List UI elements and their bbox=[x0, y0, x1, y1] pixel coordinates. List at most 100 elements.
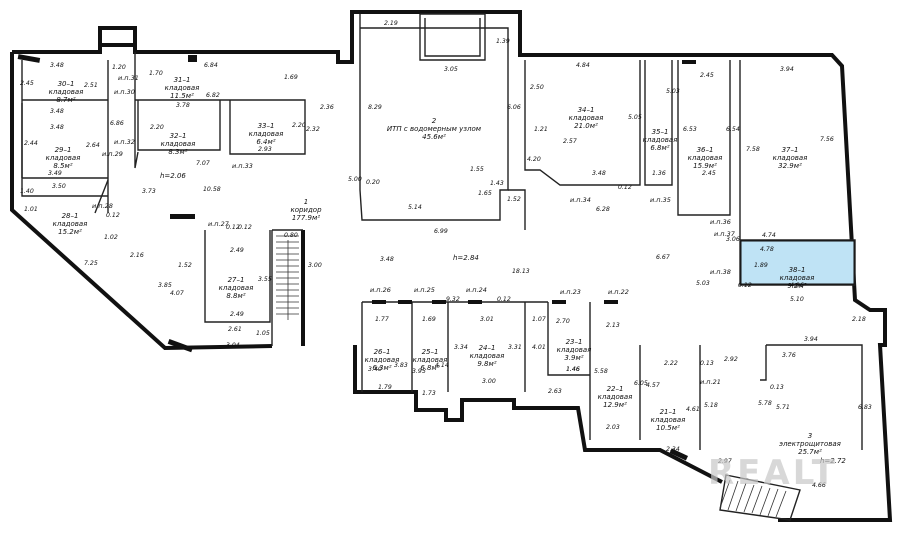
dimension-label: 0.12 bbox=[238, 224, 252, 231]
dimension-label: 5.18 bbox=[704, 402, 718, 409]
room-area: 11.5м² bbox=[170, 92, 194, 100]
dimension-label: 1.69 bbox=[284, 74, 298, 81]
dimension-label: 3.85 bbox=[158, 282, 172, 289]
ip-label: и.п.27 bbox=[208, 220, 229, 228]
room-name: кладовая bbox=[772, 154, 808, 162]
dimension-label: 3.94 bbox=[780, 66, 794, 73]
room-area: 8.3м² bbox=[168, 148, 188, 156]
room-area: 9.8м² bbox=[477, 360, 497, 368]
room-area: 15.2м² bbox=[58, 228, 82, 236]
dimension-label: 1.77 bbox=[375, 316, 389, 323]
dimension-label: 1.52 bbox=[178, 262, 192, 269]
dimension-label: 0.20 bbox=[366, 179, 380, 186]
ip-label: и.п.23 bbox=[560, 288, 581, 296]
ip-label: и.п.33 bbox=[232, 162, 253, 170]
ip-label: и.п.31 bbox=[118, 74, 139, 82]
dimension-label: 1.55 bbox=[470, 166, 484, 173]
dimension-label: 1.07 bbox=[532, 316, 546, 323]
dimension-label: 3.04 bbox=[226, 342, 240, 349]
dimension-label: 3.40 bbox=[368, 366, 382, 373]
dimension-label: 18.13 bbox=[512, 268, 530, 275]
room-area: 6.4м² bbox=[256, 138, 276, 146]
dimension-label: 2.16 bbox=[130, 252, 144, 259]
dimension-label: 3.48 bbox=[380, 256, 394, 263]
dimension-label: 2.32 bbox=[306, 126, 320, 133]
room-num: 31–1 bbox=[173, 76, 191, 84]
dimension-label: 0.12 bbox=[106, 212, 120, 219]
dimension-label: 6.83 bbox=[858, 404, 872, 411]
dimension-label: 0.13 bbox=[770, 384, 784, 391]
dimension-label: 3.50 bbox=[52, 183, 66, 190]
ip-label: и.п.24 bbox=[466, 286, 487, 294]
ceiling-height: h=2.72 bbox=[820, 457, 846, 465]
dimension-label: 9.32 bbox=[446, 296, 460, 303]
dimension-label: 1.89 bbox=[754, 262, 768, 269]
dimension-label: 0.12 bbox=[497, 296, 511, 303]
dimension-label: 10.58 bbox=[203, 186, 221, 193]
ip-label: и.п.30 bbox=[114, 88, 135, 96]
room-num: 30–1 bbox=[57, 80, 75, 88]
dimension-label: 4.78 bbox=[760, 246, 774, 253]
room-38-highlight bbox=[740, 240, 855, 285]
room-name: кладовая bbox=[364, 356, 400, 364]
dimension-label: 3.94 bbox=[804, 336, 818, 343]
room-area: 45.6м² bbox=[422, 133, 446, 141]
room-num: 22–1 bbox=[606, 385, 624, 393]
dimension-label: 5.05 bbox=[628, 114, 642, 121]
outer-walls bbox=[10, 10, 893, 522]
dimension-label: 2.45 bbox=[702, 170, 716, 177]
room-area: 9.2м² bbox=[787, 282, 807, 290]
dimension-label: 7.25 bbox=[84, 260, 98, 267]
dimension-label: 1.05 bbox=[256, 330, 270, 337]
room-area: 21.0м² bbox=[574, 122, 598, 130]
dimension-label: 5.00 bbox=[348, 176, 362, 183]
dimension-label: 5.78 bbox=[758, 400, 772, 407]
room-name: кладовая bbox=[164, 84, 200, 92]
dimension-label: 6.84 bbox=[204, 62, 218, 69]
dimension-label: 4.20 bbox=[527, 156, 541, 163]
dimension-label: 4.01 bbox=[532, 344, 546, 351]
room-name: кладовая bbox=[45, 154, 81, 162]
dimension-label: 1.46 bbox=[566, 366, 580, 373]
room-area: 8.7м² bbox=[56, 96, 76, 104]
dimension-label: 6.86 bbox=[110, 120, 124, 127]
ip-label: и.п.37 bbox=[714, 230, 735, 238]
dimension-label: 2.50 bbox=[530, 84, 544, 91]
dimension-label: 2.97 bbox=[718, 458, 732, 465]
room-area: 10.5м² bbox=[656, 424, 680, 432]
dimension-label: 2.03 bbox=[606, 424, 620, 431]
room-num: 34–1 bbox=[577, 106, 595, 114]
ip-label: и.п.38 bbox=[710, 268, 731, 276]
room-num: 33–1 bbox=[257, 122, 275, 130]
dimension-label: 3.76 bbox=[782, 352, 796, 359]
dimension-label: 4.96 bbox=[790, 282, 804, 289]
room-num: 29–1 bbox=[54, 146, 72, 154]
partitions bbox=[21, 13, 863, 450]
ceiling-height: h=2.06 bbox=[160, 172, 186, 180]
dimension-label: 6.06 bbox=[507, 104, 521, 111]
dimension-label: 2.70 bbox=[556, 318, 570, 325]
ip-label: и.п.36 bbox=[710, 218, 731, 226]
dimension-label: 6.05 bbox=[634, 380, 648, 387]
room-num: 37–1 bbox=[781, 146, 799, 154]
dimension-label: 1.69 bbox=[422, 316, 436, 323]
dimension-label: 2.18 bbox=[852, 316, 866, 323]
dimension-label: 3.83 bbox=[394, 362, 408, 369]
dimension-label: 1.65 bbox=[478, 190, 492, 197]
dimension-label: 5.03 bbox=[696, 280, 710, 287]
dimension-label: 4.66 bbox=[812, 482, 826, 489]
dimension-label: 2.49 bbox=[230, 247, 244, 254]
dimension-label: 4.07 bbox=[170, 290, 184, 297]
room-num: 35–1 bbox=[651, 128, 669, 136]
